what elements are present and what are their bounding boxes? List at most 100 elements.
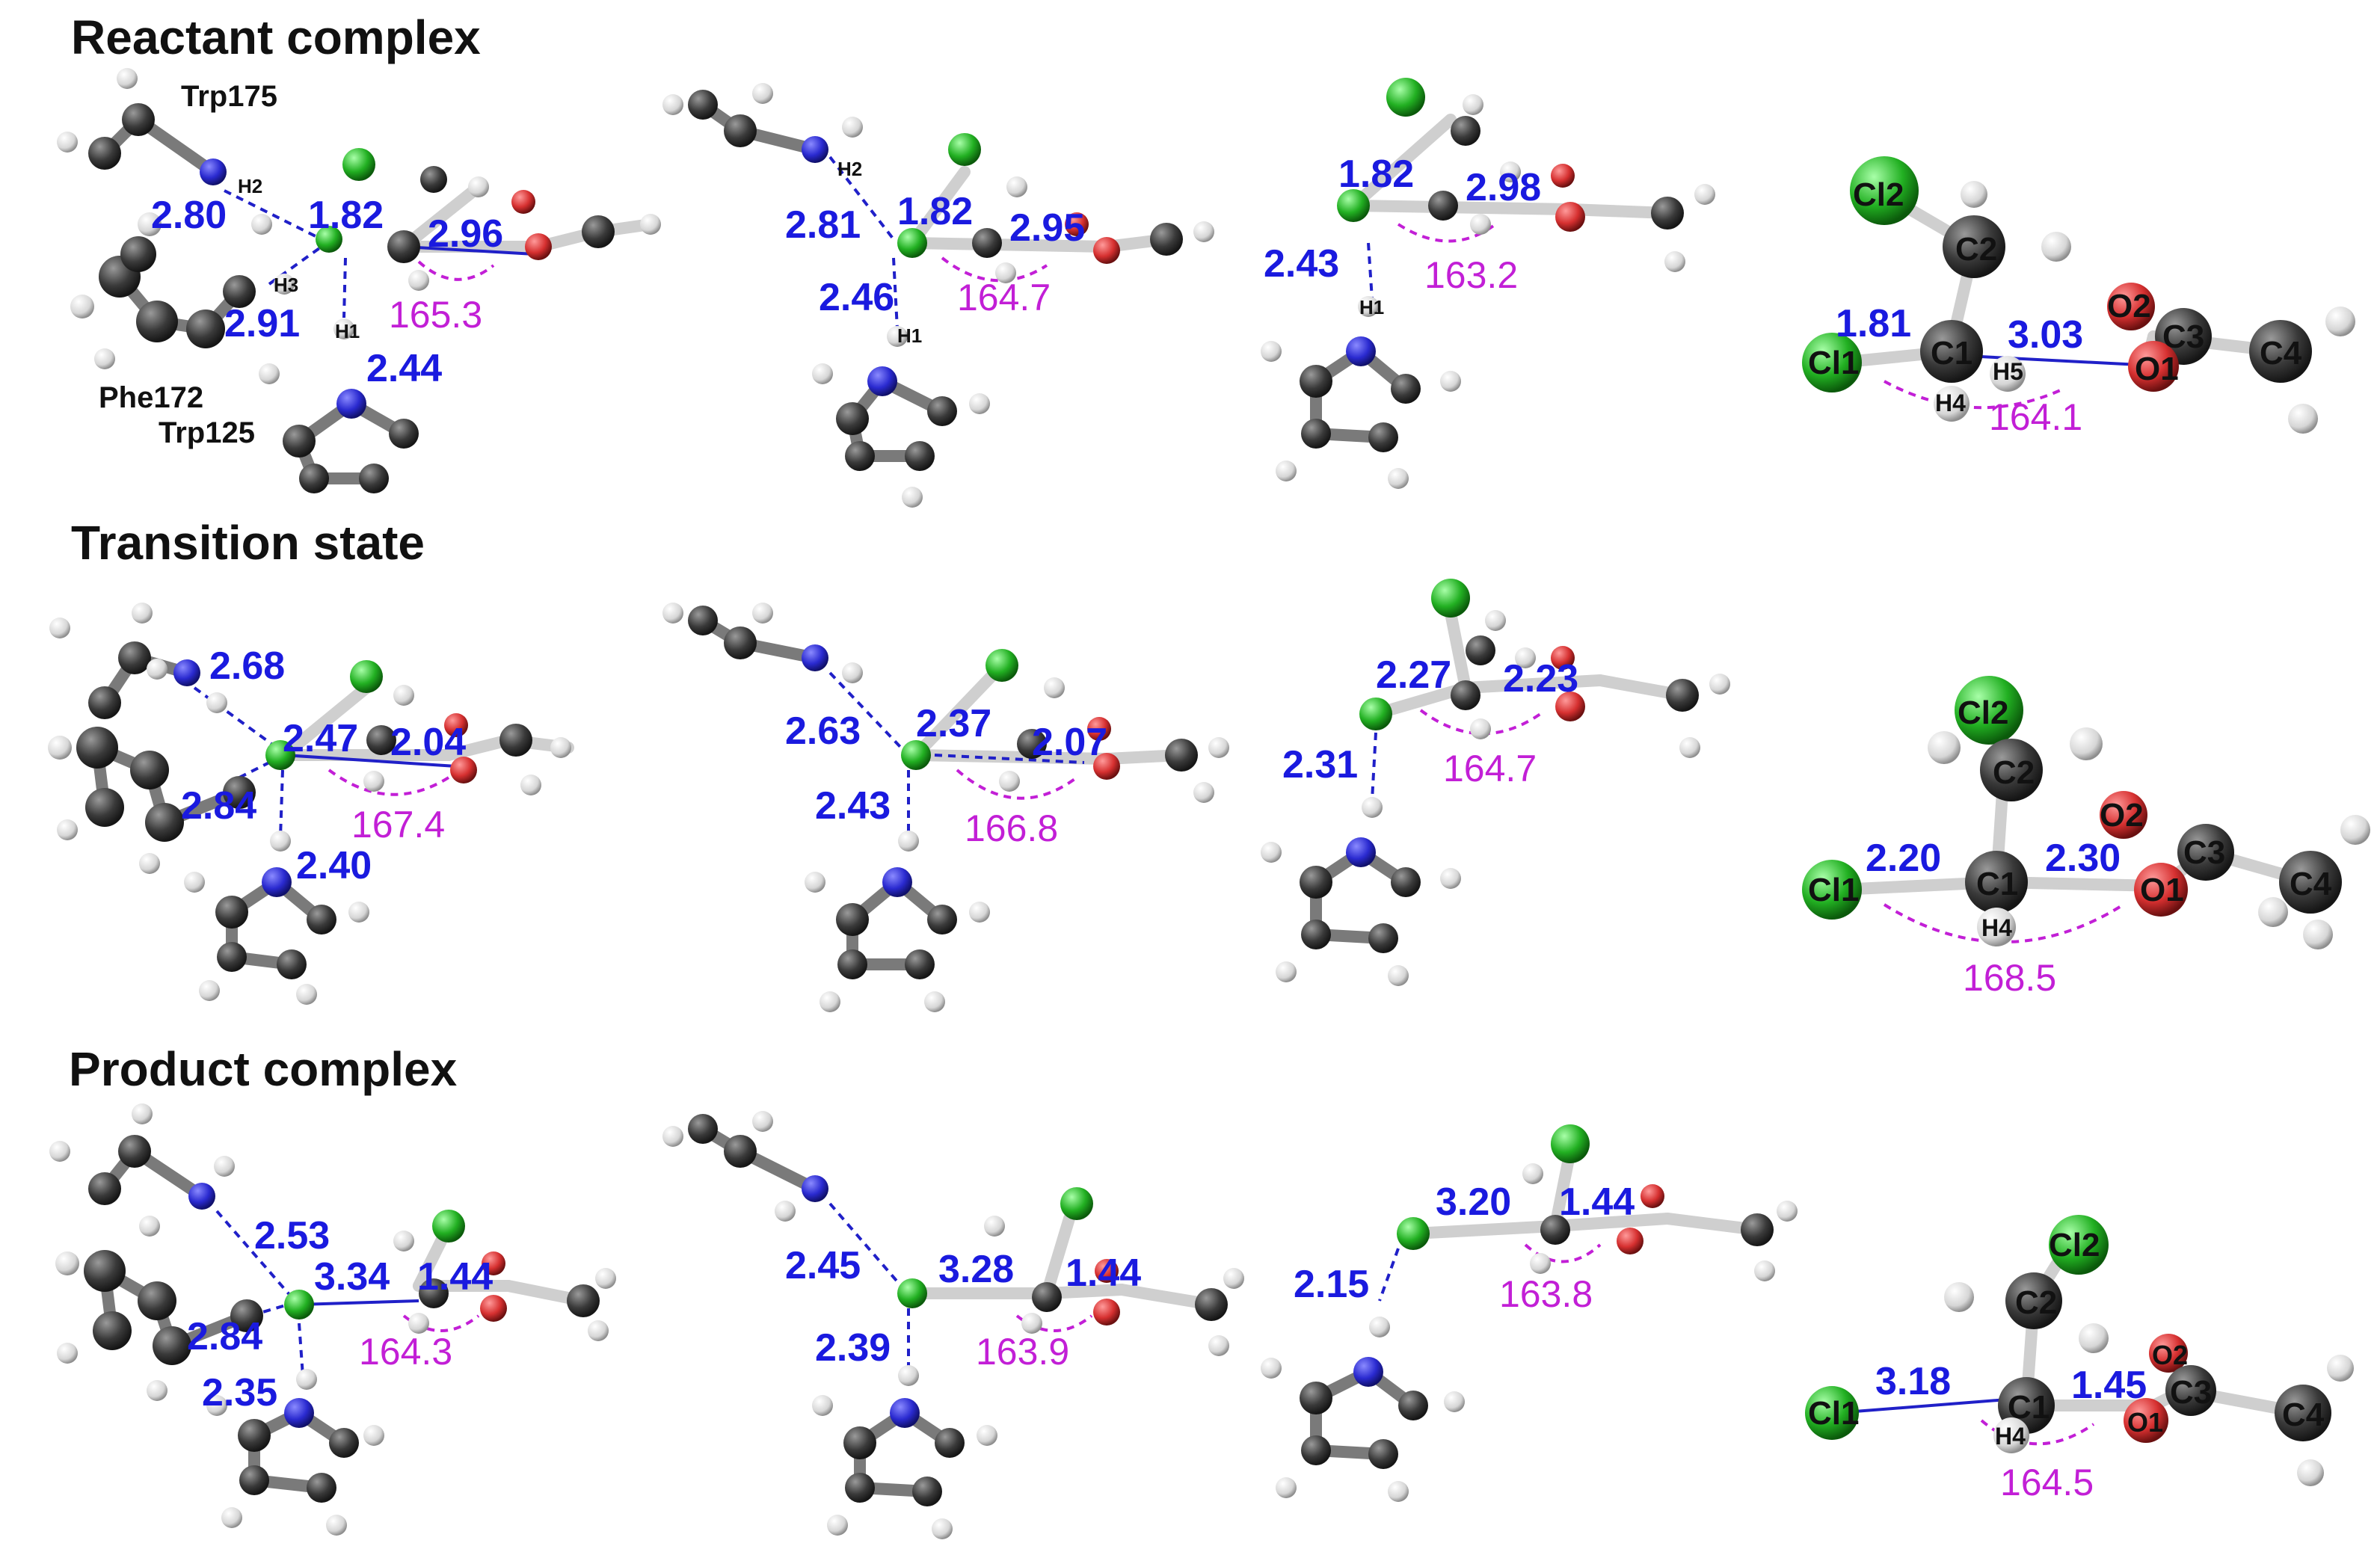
distance-label: 2.43 (1264, 242, 1339, 286)
angle-label: 166.8 (965, 807, 1058, 849)
distance-label: 1.82 (897, 190, 973, 233)
atom-label-c1: C1 (1976, 866, 2018, 902)
molecule-reactant-panel-4 (1802, 156, 2355, 434)
distance-label: 3.20 (1436, 1180, 1511, 1224)
atom-label-h1-p3: H1 (1359, 296, 1384, 318)
atom-label-o1: O1 (2140, 872, 2184, 908)
angle-label: 164.7 (1443, 748, 1537, 789)
molecule-product-panel-1 (49, 1103, 616, 1536)
atom-label-h3-p1: H3 (274, 274, 298, 296)
distance-label: 2.37 (916, 702, 991, 745)
atom-label-c3: C3 (2170, 1374, 2212, 1411)
atom-label-c1: C1 (1931, 335, 1972, 372)
angle-label: 164.3 (359, 1331, 452, 1373)
distance-label: 1.44 (1066, 1251, 1141, 1295)
molecule-transition-panel-4 (1802, 676, 2370, 949)
molecule-product-panel-4 (1805, 1215, 2354, 1486)
distance-label: 2.80 (151, 194, 227, 237)
distance-label: 2.84 (181, 784, 256, 828)
angle-label: 163.8 (1499, 1273, 1593, 1315)
angle-label: 163.2 (1424, 254, 1518, 296)
atom-label-c2: C2 (2015, 1284, 2057, 1321)
residue-label-trp125: Trp125 (159, 416, 255, 449)
atom-label-cl2: Cl2 (2049, 1227, 2100, 1263)
atom-label-c3: C3 (2162, 318, 2204, 355)
atom-label-c4: C4 (2260, 335, 2302, 372)
atom-label-c2: C2 (1993, 754, 2035, 791)
molecule-product-panel-2 (662, 1111, 1244, 1539)
residue-label-phe172: Phe172 (99, 381, 203, 414)
angle-label: 164.7 (957, 277, 1051, 318)
distance-label: 1.81 (1836, 302, 1911, 345)
atom-label-o2: O2 (2152, 1340, 2188, 1370)
distance-label: 2.46 (819, 276, 894, 319)
distance-label: 1.45 (2071, 1364, 2147, 1407)
atom-label-cl1: Cl1 (1808, 345, 1859, 381)
distance-label: 2.68 (209, 644, 285, 688)
angle-label: 163.9 (976, 1331, 1069, 1373)
atom-label-c4: C4 (2282, 1397, 2325, 1433)
molecule-product-panel-3 (1261, 1124, 1798, 1502)
distance-label: 2.95 (1009, 206, 1085, 250)
distance-label: 2.23 (1503, 657, 1578, 701)
distance-label: 2.40 (296, 844, 372, 887)
atom-label-h2-p1: H2 (238, 175, 262, 197)
distance-label: 2.84 (187, 1315, 262, 1358)
atom-label-cl2: Cl2 (1853, 176, 1904, 213)
distance-label: 1.44 (417, 1255, 493, 1299)
distance-label: 2.53 (254, 1214, 330, 1257)
distance-label: 2.45 (785, 1244, 861, 1287)
distance-label: 1.82 (1338, 153, 1414, 196)
distance-label: 1.44 (1559, 1180, 1635, 1224)
angle-label: 165.3 (389, 294, 482, 336)
atom-label-c3: C3 (2183, 834, 2225, 871)
molecule-transition-panel-2 (662, 603, 1229, 1012)
molecule-reactant-panel-1 (57, 68, 661, 493)
row-title-product: Product complex (69, 1042, 458, 1096)
angle-label: 164.1 (1989, 396, 2082, 438)
distance-label: 2.81 (785, 203, 861, 247)
distance-label: 2.39 (815, 1326, 891, 1370)
distance-label: 2.96 (428, 212, 503, 256)
distance-label: 2.43 (815, 784, 891, 828)
atom-label-o2: O2 (2107, 288, 2151, 324)
atom-label-c2: C2 (1955, 231, 1997, 268)
distance-label: 2.44 (366, 347, 442, 390)
residue-label-trp175: Trp175 (181, 80, 277, 113)
atom-label-h5: H5 (1993, 358, 2023, 385)
atom-label-cl1: Cl1 (1808, 1395, 1859, 1432)
atom-label-h4: H4 (1995, 1423, 2026, 1450)
angle-label: 164.5 (2000, 1462, 2094, 1503)
molecule-transition-panel-3 (1261, 579, 1730, 986)
atom-label-h1-p2: H1 (897, 324, 922, 347)
distance-label: 3.28 (938, 1248, 1014, 1291)
atom-label-cl2: Cl2 (1958, 695, 2008, 731)
row-title-reactant: Reactant complex (71, 10, 481, 64)
distance-label: 2.63 (785, 709, 861, 753)
row-title-transition: Transition state (71, 516, 425, 570)
distance-label: 3.03 (2008, 313, 2083, 357)
atom-label-h1-p1: H1 (335, 320, 360, 342)
distance-label: 2.15 (1294, 1263, 1369, 1306)
atom-label-h2-p2: H2 (837, 158, 862, 180)
distance-label: 2.30 (2045, 837, 2121, 880)
distance-label: 2.91 (224, 302, 300, 345)
distance-label: 1.82 (308, 194, 384, 237)
distance-label: 3.34 (314, 1255, 390, 1299)
molecule-transition-panel-1 (48, 603, 574, 1005)
molecule-reactant-panel-2 (662, 83, 1214, 508)
distance-label: 2.98 (1466, 166, 1541, 209)
distance-label: 2.20 (1866, 837, 1941, 880)
angle-label: 167.4 (351, 804, 445, 846)
distance-label: 2.04 (390, 721, 466, 764)
distance-label: 2.47 (283, 717, 358, 760)
angle-label: 168.5 (1963, 957, 2056, 999)
distance-label: 2.27 (1376, 653, 1451, 697)
atom-label-h4: H4 (1935, 390, 1966, 416)
distance-label: 2.07 (1032, 721, 1107, 764)
atom-label-c4: C4 (2290, 866, 2332, 902)
distance-label: 2.31 (1282, 743, 1358, 786)
atom-label-h4: H4 (1981, 914, 2012, 941)
atom-label-o2: O2 (2100, 797, 2144, 834)
